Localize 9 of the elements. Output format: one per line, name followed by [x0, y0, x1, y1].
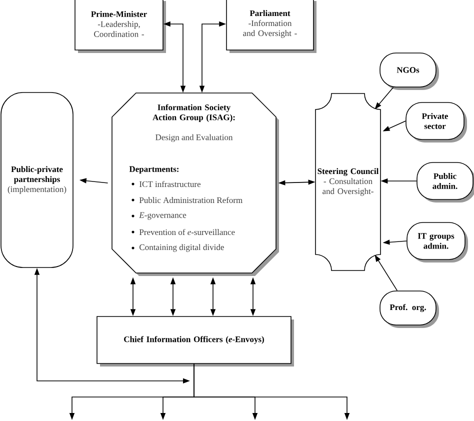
action-group-octagon: Information Society Action Group (ISAG): Design and Evaluation Departments: ICT infrastructure Public Administration Reform E-governance Prevention of e-surveillance Containing digital divide: [112, 92, 279, 276]
stakeholder-oval: Private sector: [406, 102, 467, 142]
role-box: Prime-Minister -Leadership, Coordination -: [74, 0, 166, 53]
stakeholder-oval: IT groups admin.: [406, 222, 468, 262]
role-box: Parliament -Information and Oversight -: [226, 0, 316, 53]
node-label: Public admin.: [432, 172, 458, 190]
partnerships-box: Public-private partnerships (implementation): [0, 92, 74, 268]
officers-box: Chief Information Officers (e-Envoys): [96, 316, 294, 366]
stakeholder-oval: Public admin.: [416, 162, 474, 202]
